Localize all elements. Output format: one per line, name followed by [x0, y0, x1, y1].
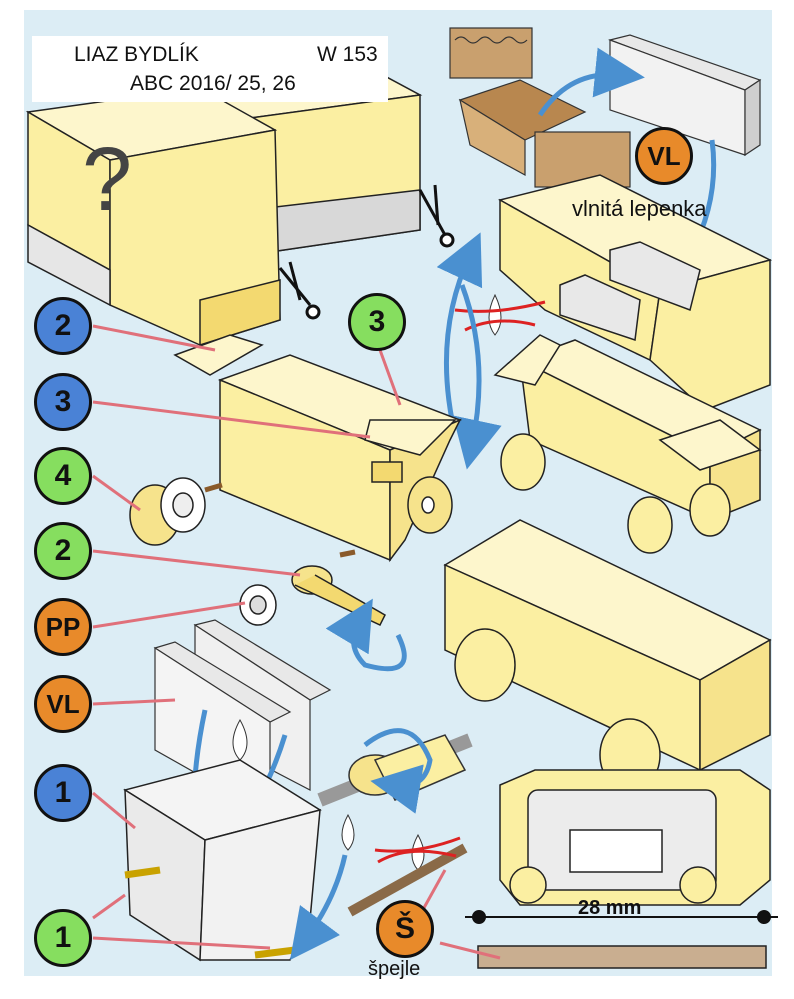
- part-badge-pp: PP: [34, 598, 92, 656]
- part-badge-blue-3: 3: [34, 373, 92, 431]
- flip-arrow-up: [436, 232, 483, 421]
- wheel-left: [129, 476, 453, 558]
- cardboard-box: [449, 27, 631, 188]
- model-code: W 153: [317, 43, 378, 66]
- stick-length-bar: [477, 945, 767, 969]
- part-badge-stick: Š: [376, 900, 434, 958]
- move-arrow-1: [537, 47, 645, 117]
- dimension-line: [465, 910, 778, 924]
- chassis-assembly-left: [173, 334, 462, 563]
- part-badge-green-1: 1: [34, 909, 92, 967]
- no-glue-icon-bottom: [374, 836, 461, 864]
- chassis-assembly-right: [493, 334, 762, 554]
- van-body-right: [497, 174, 773, 411]
- part-badge-green-4: 4: [34, 447, 92, 505]
- insert-arrow-3: [290, 854, 348, 961]
- rolled-tube: [317, 733, 473, 807]
- part-badge-green-2: 2: [34, 522, 92, 580]
- finished-van: [443, 519, 772, 792]
- question-mark: ?: [82, 130, 132, 230]
- part-badge-blue-2: 2: [34, 297, 92, 355]
- cargo-box: [123, 759, 322, 962]
- van-underside: [499, 769, 771, 906]
- wheel-strip: [239, 565, 386, 626]
- flip-arrow-down: [452, 284, 502, 470]
- dimension-label: 28 mm: [578, 897, 642, 919]
- part-badge-green-3: 3: [348, 293, 406, 351]
- no-glue-icon: [454, 293, 546, 336]
- part-badge-vl-top: VL: [635, 127, 693, 185]
- roll-arrow-icon: [363, 728, 433, 814]
- corrugated-board-label: vlnitá lepenka: [572, 196, 707, 221]
- van-shell-front: [25, 87, 281, 347]
- rotate-arrow-icon: [325, 598, 407, 672]
- title-box: LIAZ BYDLÍK W 153 ABC 2016/ 25, 26: [32, 36, 388, 102]
- stick-piece: [347, 843, 468, 917]
- issue-reference: ABC 2016/ 25, 26: [130, 72, 296, 95]
- stick-label: špejle: [368, 958, 421, 980]
- part-badge-vl: VL: [34, 675, 92, 733]
- part-badge-blue-1: 1: [34, 764, 92, 822]
- leader-lines: [92, 324, 501, 960]
- model-name: LIAZ BYDLÍK: [74, 43, 199, 66]
